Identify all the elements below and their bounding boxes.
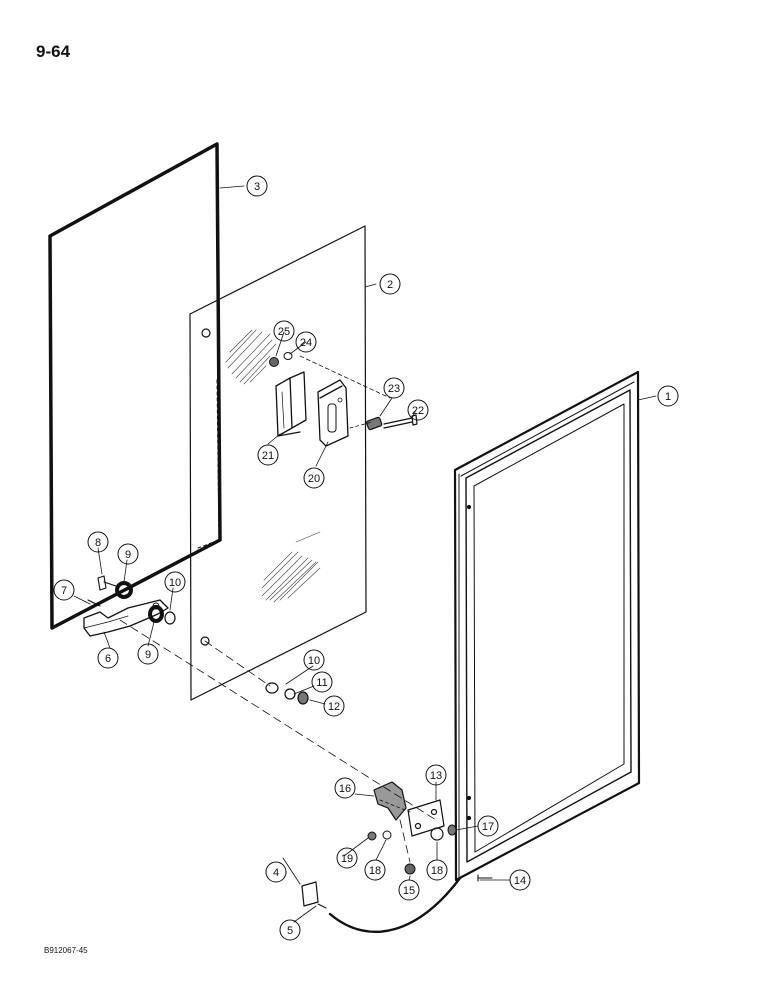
callout-11: 11 — [311, 671, 333, 693]
clip-4-part — [301, 881, 319, 907]
callout-2: 2 — [379, 273, 401, 295]
nut-15-part — [404, 863, 416, 875]
callout-17: 17 — [477, 815, 499, 837]
door-frame-part — [453, 370, 641, 882]
callout-21: 21 — [257, 444, 279, 466]
callout-13: 13 — [425, 764, 447, 786]
callout-10-upper: 10 — [164, 571, 186, 593]
svg-text:19: 19 — [341, 853, 353, 865]
svg-text:5: 5 — [287, 925, 293, 937]
svg-text:22: 22 — [412, 405, 424, 417]
svg-text:18: 18 — [431, 865, 443, 877]
figure-code: B912067-45 — [44, 946, 88, 955]
svg-text:20: 20 — [308, 473, 320, 485]
nut-17-part — [447, 824, 457, 836]
callout-10-lower: 10 — [303, 649, 325, 671]
washer-24-part — [283, 352, 293, 360]
callout-7: 7 — [53, 579, 75, 601]
bolt-22-part — [383, 414, 418, 429]
svg-text:10: 10 — [169, 577, 181, 589]
bushing-23-part — [366, 416, 383, 431]
latch-block-part — [317, 379, 349, 447]
svg-text:14: 14 — [514, 875, 526, 887]
svg-text:25: 25 — [278, 326, 290, 338]
callout-22: 22 — [407, 399, 429, 421]
washer-18-left-part — [382, 830, 392, 840]
callout-18-left: 18 — [364, 859, 386, 881]
callout-14: 14 — [509, 869, 531, 891]
svg-text:1: 1 — [665, 391, 671, 403]
svg-text:6: 6 — [105, 653, 111, 665]
glass-panel-part — [189, 225, 367, 701]
nut-12-part — [297, 691, 309, 705]
svg-text:24: 24 — [300, 337, 312, 349]
svg-text:7: 7 — [61, 585, 67, 597]
latch-bracket-part — [275, 371, 307, 437]
svg-text:12: 12 — [328, 701, 340, 713]
nut-25-part — [269, 357, 279, 367]
leader-lines — [73, 185, 657, 923]
callout-25: 25 — [273, 320, 295, 342]
callout-1: 1 — [657, 385, 679, 407]
callout-labels: 1 2 3 4 5 6 7 8 9 9 10 10 11 12 13 14 15… — [53, 175, 679, 941]
washer-18-right-part — [430, 827, 444, 841]
callout-5: 5 — [279, 919, 301, 941]
callout-4: 4 — [265, 861, 287, 883]
screw-14-part — [477, 874, 493, 882]
grommet-9-lower-part — [148, 605, 164, 623]
callout-9-upper: 9 — [117, 543, 139, 565]
callout-23: 23 — [383, 377, 405, 399]
callout-8: 8 — [87, 531, 109, 553]
svg-text:23: 23 — [388, 383, 400, 395]
svg-text:11: 11 — [316, 677, 327, 689]
svg-text:3: 3 — [254, 181, 260, 193]
svg-text:2: 2 — [387, 279, 393, 291]
svg-text:21: 21 — [262, 450, 274, 462]
svg-text:18: 18 — [369, 865, 381, 877]
hinge-bolt-8-part — [97, 575, 117, 591]
callout-19: 19 — [336, 847, 358, 869]
callout-6: 6 — [97, 647, 119, 669]
svg-text:13: 13 — [430, 770, 442, 782]
callout-24: 24 — [295, 331, 317, 353]
grommet-9-upper-part — [115, 581, 133, 599]
svg-text:4: 4 — [273, 867, 279, 879]
pin-5-part — [317, 903, 327, 909]
page-number: 9-64 — [36, 42, 71, 61]
callout-15: 15 — [398, 879, 420, 901]
window-glass-part — [48, 142, 222, 630]
callout-9-lower: 9 — [137, 643, 159, 665]
nut-19-part — [367, 831, 377, 841]
washer-10-upper-part — [164, 611, 176, 625]
svg-text:15: 15 — [403, 885, 415, 897]
hinge-plate-13-part — [407, 799, 445, 837]
callout-18-right: 18 — [426, 859, 448, 881]
callout-3: 3 — [246, 175, 268, 197]
callout-20: 20 — [303, 467, 325, 489]
svg-text:9: 9 — [125, 549, 131, 561]
hinge-bracket-16-part — [373, 781, 407, 821]
svg-text:8: 8 — [95, 537, 101, 549]
washer-10-lower-part — [265, 682, 279, 694]
callout-16: 16 — [334, 777, 356, 799]
svg-text:16: 16 — [339, 783, 351, 795]
svg-text:17: 17 — [482, 821, 494, 833]
pin-7-part — [87, 599, 101, 607]
assembly-lines — [119, 355, 437, 863]
callout-12: 12 — [323, 695, 345, 717]
lockwasher-11-part — [284, 688, 296, 700]
svg-text:10: 10 — [308, 655, 320, 667]
svg-text:9: 9 — [145, 649, 151, 661]
check-cable-part — [328, 876, 462, 934]
